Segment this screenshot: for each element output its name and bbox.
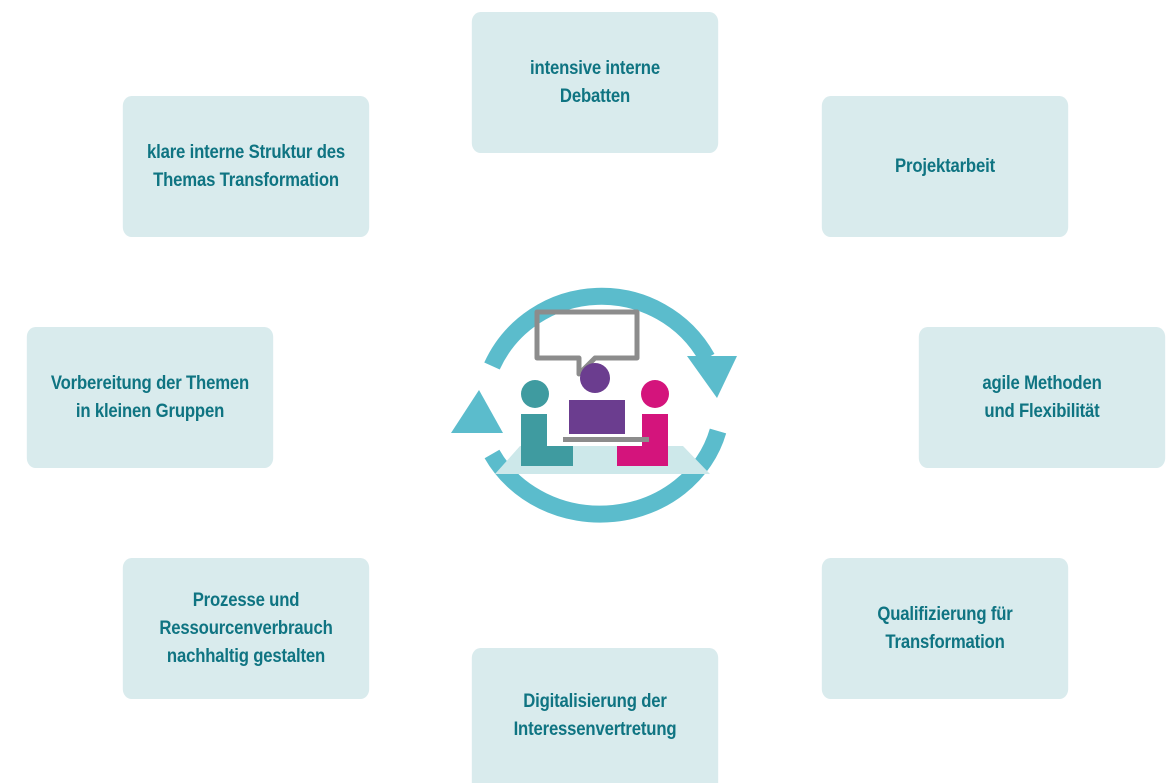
laptop-base [563, 437, 649, 442]
node-label: nachhaltig gestalten [166, 645, 326, 667]
node-label: klare interne Struktur des [147, 141, 345, 163]
node-small-groups: Vorbereitung der Themen in kleinen Grupp… [26, 327, 274, 468]
node-project-work: Projektarbeit [821, 96, 1069, 237]
node-label: Interessenvertretung [513, 718, 677, 740]
node-qualification: Qualifizierung für Transformation [821, 558, 1069, 699]
node-label: Projektarbeit [895, 155, 995, 177]
node-label: Vorbereitung der Themen [50, 372, 250, 394]
meeting-cycle-icon [451, 287, 737, 523]
node-label: und Flexibilität [984, 400, 1100, 422]
node-clear-structure: klare interne Struktur des Themas Transf… [122, 96, 370, 237]
person-left-icon [521, 380, 573, 466]
node-label: Prozesse und [192, 589, 300, 611]
node-label: intensive interne [530, 57, 660, 79]
node-label: agile Methoden [982, 372, 1102, 394]
speech-bubble-icon [534, 309, 640, 377]
node-intensive-debates: intensive interne Debatten [471, 12, 719, 153]
node-sustainable-processes: Prozesse und Ressourcenverbrauch nachhal… [122, 558, 370, 699]
node-digitalization: Digitalisierung der Interessenvertretung [471, 648, 719, 783]
node-agile-methods: agile Methoden und Flexibilität [918, 327, 1166, 468]
person-center-icon [569, 363, 625, 434]
cycle-arrow-head-right [687, 356, 737, 398]
cycle-arrow-upper [484, 287, 715, 370]
node-label: Debatten [559, 85, 631, 107]
cycle-arrow-head-left [451, 390, 503, 433]
node-label: Ressourcenverbrauch [159, 617, 333, 639]
node-label: Transformation [885, 631, 1005, 653]
node-label: Qualifizierung für [877, 603, 1013, 625]
node-label: Digitalisierung der [523, 690, 667, 712]
node-label: Themas Transformation [153, 169, 339, 191]
node-label: in kleinen Gruppen [75, 400, 225, 422]
